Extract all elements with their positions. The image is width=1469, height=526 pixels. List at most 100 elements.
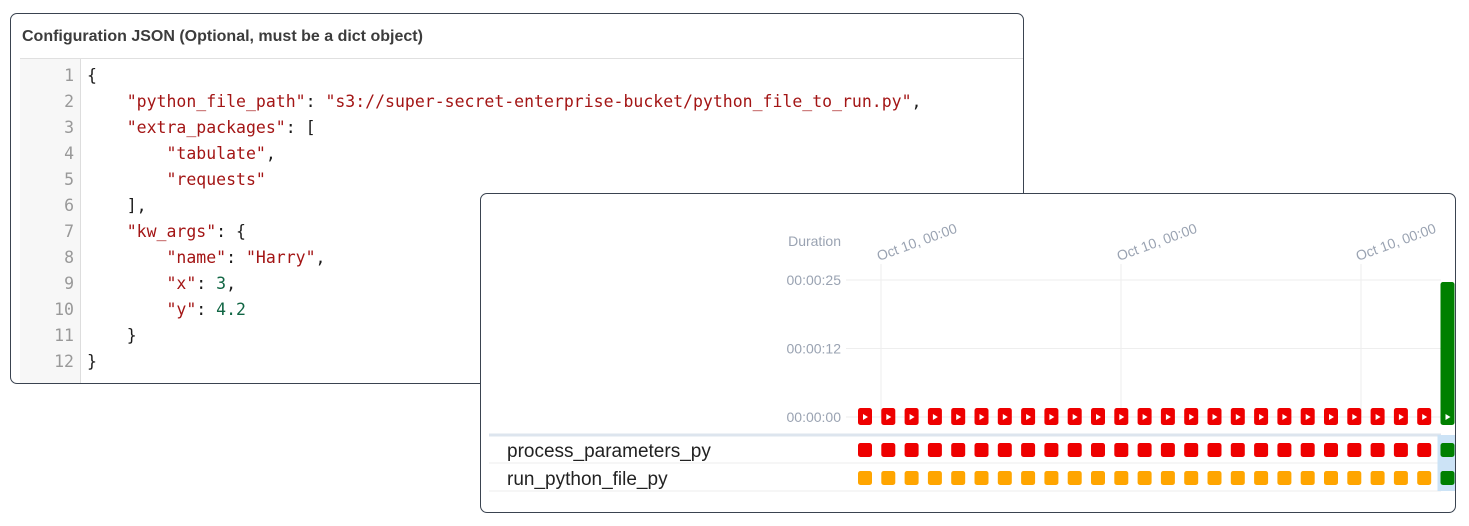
code-line[interactable]: 8 "name": "Harry", bbox=[20, 245, 1020, 271]
config-json-editor[interactable]: 1{2 "python_file_path": "s3://super-secr… bbox=[20, 58, 1023, 383]
dag-run-bar[interactable] bbox=[927, 408, 942, 425]
dag-run-bar[interactable] bbox=[1230, 408, 1245, 425]
task-instance-square[interactable] bbox=[997, 443, 1012, 457]
task-instance-square[interactable] bbox=[1184, 471, 1199, 485]
task-instance-square[interactable] bbox=[1230, 443, 1245, 457]
code-line[interactable]: 10 "y": 4.2 bbox=[20, 297, 1020, 323]
dag-run-bar[interactable] bbox=[1091, 408, 1105, 425]
task-instance-square[interactable] bbox=[1114, 443, 1129, 457]
dag-run-bar[interactable] bbox=[1417, 408, 1432, 425]
task-instance-square[interactable] bbox=[1324, 471, 1338, 485]
task-instance-square[interactable] bbox=[1393, 443, 1408, 457]
task-instance-square[interactable] bbox=[904, 443, 919, 457]
task-instance-square[interactable] bbox=[1067, 443, 1082, 457]
task-instance-square[interactable] bbox=[1440, 471, 1455, 485]
dag-run-bar[interactable] bbox=[997, 408, 1012, 425]
code-line[interactable]: 4 "tabulate", bbox=[20, 141, 1020, 167]
task-instance-square[interactable] bbox=[1137, 443, 1152, 457]
dag-run-bar-rect[interactable] bbox=[1440, 282, 1455, 425]
dag-run-bar[interactable] bbox=[1254, 408, 1269, 425]
task-instance-square[interactable] bbox=[974, 443, 989, 457]
dag-run-bar[interactable] bbox=[1184, 408, 1199, 425]
task-instance-square[interactable] bbox=[1091, 471, 1105, 485]
code-text[interactable]: "extra_packages": [ bbox=[87, 115, 316, 141]
task-instance-square[interactable] bbox=[1091, 443, 1105, 457]
dag-run-bar[interactable] bbox=[1440, 282, 1455, 425]
code-text[interactable]: "python_file_path": "s3://super-secret-e… bbox=[87, 89, 922, 115]
task-instance-square[interactable] bbox=[1160, 443, 1175, 457]
task-instance-square[interactable] bbox=[951, 471, 966, 485]
dag-run-bar[interactable] bbox=[1044, 408, 1059, 425]
task-instance-square[interactable] bbox=[1207, 443, 1222, 457]
task-instance-square[interactable] bbox=[1347, 471, 1362, 485]
code-line[interactable]: 2 "python_file_path": "s3://super-secret… bbox=[20, 89, 1020, 115]
dag-run-bars[interactable] bbox=[858, 282, 1455, 425]
dag-run-bar[interactable] bbox=[1300, 408, 1315, 425]
code-text[interactable]: } bbox=[87, 323, 137, 349]
code-text[interactable]: } bbox=[87, 349, 97, 375]
task-instance-square[interactable] bbox=[1417, 471, 1432, 485]
dag-run-bar[interactable] bbox=[904, 408, 919, 425]
task-instance-square[interactable] bbox=[1277, 443, 1292, 457]
dag-run-bar[interactable] bbox=[974, 408, 989, 425]
dag-run-bar[interactable] bbox=[1067, 408, 1082, 425]
code-text[interactable]: "requests" bbox=[87, 167, 265, 193]
dag-run-bar[interactable] bbox=[858, 408, 872, 425]
dag-run-bar[interactable] bbox=[1277, 408, 1292, 425]
task-instance-square[interactable] bbox=[1347, 443, 1362, 457]
dag-run-bar[interactable] bbox=[1347, 408, 1362, 425]
code-line[interactable]: 7 "kw_args": { bbox=[20, 219, 1020, 245]
task-instance-square[interactable] bbox=[927, 443, 942, 457]
code-line[interactable]: 12} bbox=[20, 349, 1020, 375]
code-text[interactable]: "kw_args": { bbox=[87, 219, 246, 245]
dag-run-bar[interactable] bbox=[1021, 408, 1036, 425]
task-instance-square[interactable] bbox=[1417, 443, 1432, 457]
code-line[interactable]: 6 ], bbox=[20, 193, 1020, 219]
code-text[interactable]: "x": 3, bbox=[87, 271, 236, 297]
task-instance-square[interactable] bbox=[1067, 471, 1082, 485]
code-text[interactable]: "name": "Harry", bbox=[87, 245, 325, 271]
task-instance-square[interactable] bbox=[1254, 471, 1269, 485]
code-text[interactable]: "y": 4.2 bbox=[87, 297, 246, 323]
task-instance-square[interactable] bbox=[1277, 471, 1292, 485]
task-instance-square[interactable] bbox=[997, 471, 1012, 485]
task-instance-square[interactable] bbox=[1440, 443, 1455, 457]
task-instance-square[interactable] bbox=[1230, 471, 1245, 485]
task-instance-square[interactable] bbox=[1184, 443, 1199, 457]
task-instance-square[interactable] bbox=[1370, 471, 1385, 485]
task-instance-square[interactable] bbox=[1254, 443, 1269, 457]
code-line[interactable]: 9 "x": 3, bbox=[20, 271, 1020, 297]
code-line[interactable]: 5 "requests" bbox=[20, 167, 1020, 193]
task-instance-square[interactable] bbox=[1324, 443, 1338, 457]
dag-run-bar[interactable] bbox=[1137, 408, 1152, 425]
dag-run-bar[interactable] bbox=[881, 408, 896, 425]
task-instance-square[interactable] bbox=[1160, 471, 1175, 485]
code-text[interactable]: ], bbox=[87, 193, 147, 219]
dag-run-bar[interactable] bbox=[1114, 408, 1129, 425]
code-text[interactable]: "tabulate", bbox=[87, 141, 275, 167]
task-instance-square[interactable] bbox=[1021, 471, 1036, 485]
task-instance-square[interactable] bbox=[1114, 471, 1129, 485]
task-instance-square[interactable] bbox=[858, 471, 872, 485]
task-instance-square[interactable] bbox=[1393, 471, 1408, 485]
dag-run-bar[interactable] bbox=[1207, 408, 1222, 425]
task-instance-square[interactable] bbox=[1044, 471, 1059, 485]
task-label[interactable]: process_parameters_py bbox=[507, 441, 711, 462]
task-instance-square[interactable] bbox=[881, 471, 896, 485]
dag-run-bar[interactable] bbox=[1393, 408, 1408, 425]
task-instance-square[interactable] bbox=[858, 443, 872, 457]
task-instance-square[interactable] bbox=[1207, 471, 1222, 485]
dag-run-bar[interactable] bbox=[1324, 408, 1338, 425]
code-text[interactable]: { bbox=[87, 63, 97, 89]
code-line[interactable]: 1{ bbox=[20, 63, 1020, 89]
task-instance-square[interactable] bbox=[1300, 471, 1315, 485]
task-instance-square[interactable] bbox=[1137, 471, 1152, 485]
task-label[interactable]: run_python_file_py bbox=[507, 469, 668, 490]
task-instance-square[interactable] bbox=[951, 443, 966, 457]
task-instance-square[interactable] bbox=[1021, 443, 1036, 457]
dag-run-bar[interactable] bbox=[1370, 408, 1385, 425]
task-instance-square[interactable] bbox=[974, 471, 989, 485]
task-instance-square[interactable] bbox=[881, 443, 896, 457]
dag-run-bar[interactable] bbox=[1160, 408, 1175, 425]
task-instance-square[interactable] bbox=[1300, 443, 1315, 457]
